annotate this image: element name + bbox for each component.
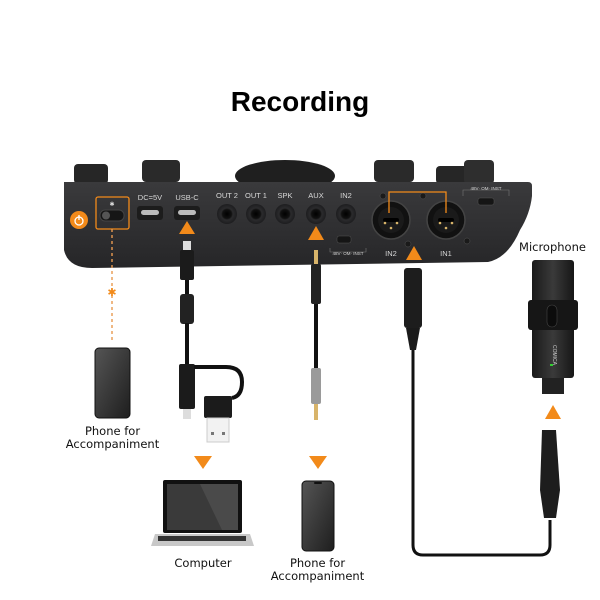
audio-jacks: [217, 204, 356, 224]
computer-label: Computer: [174, 556, 232, 570]
svg-text:COMICA: COMICA: [551, 345, 557, 366]
in1-switch[interactable]: [462, 189, 510, 206]
arrow-up-in2: [406, 246, 422, 260]
xlr-cable: [404, 268, 560, 557]
port-label-aux: AUX: [308, 191, 324, 200]
bluetooth-icon: ✱: [107, 287, 116, 299]
xlr-in2-jack: [371, 192, 412, 248]
phone-left-label: Phone for Accompaniment: [65, 424, 160, 451]
microphone: COMICA: [528, 260, 578, 394]
usb-cable: [179, 241, 245, 443]
xlr-link-line: [388, 191, 447, 213]
port-label-out1: OUT 1: [245, 191, 267, 200]
arrow-up-mic: [545, 405, 561, 419]
mixer-body: [64, 182, 532, 268]
phone-left: [94, 347, 131, 419]
aux-cable: [311, 250, 321, 420]
power-button[interactable]: [70, 211, 88, 229]
arrow-up-aux: [308, 226, 324, 240]
arrow-down-computer: [194, 456, 212, 469]
microphone-label: Microphone: [519, 240, 586, 254]
device-knobs[interactable]: [74, 160, 494, 192]
port-label-in1-xlr: IN1: [440, 249, 452, 258]
in1-switch-label: 48V· OM· INST: [470, 186, 502, 191]
port-label-spk: SPK: [277, 191, 293, 200]
aux-switch-label: 48V· OM· INST: [332, 251, 364, 256]
arrow-up-usbc: [179, 221, 195, 234]
phone-bottom: [301, 480, 335, 552]
dc-port: [137, 206, 163, 220]
usb-c-port: [174, 206, 200, 220]
laptop: [151, 480, 254, 546]
aux-switch[interactable]: [329, 235, 367, 253]
diagram-title: Recording: [230, 86, 370, 117]
phone-bottom-label: Phone for Accompaniment: [270, 556, 365, 583]
bluetooth-switch[interactable]: ✱: [95, 196, 130, 230]
port-label-usbc: USB-C: [175, 193, 199, 202]
port-label-in2-xlr: IN2: [385, 249, 397, 258]
svg-text:✱: ✱: [109, 201, 114, 208]
port-label-dc: DC=5V: [137, 193, 163, 202]
port-label-in2-jack: IN2: [340, 191, 352, 200]
arrow-down-phone: [309, 456, 327, 469]
xlr-in1-jack: [419, 192, 471, 245]
port-label-out2: OUT 2: [216, 191, 238, 200]
